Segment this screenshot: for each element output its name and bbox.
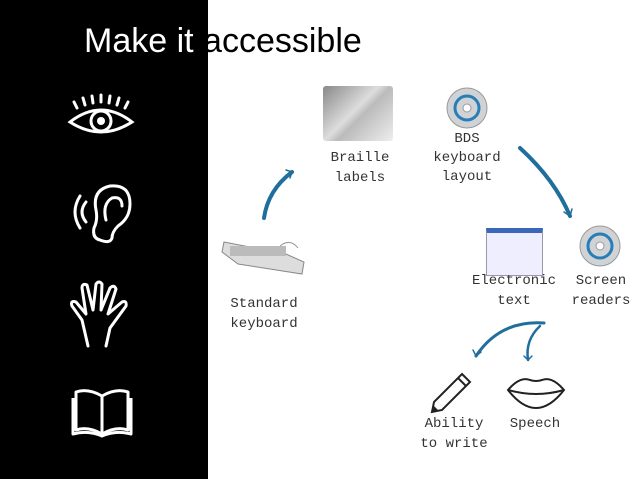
lips-icon — [506, 378, 566, 410]
label-line: keyboard — [433, 150, 501, 166]
speech-label: Speech — [502, 414, 568, 434]
label-line: Ability — [424, 416, 484, 432]
standard-keyboard-label: Standard keyboard — [224, 294, 304, 334]
ear-icon — [73, 184, 132, 244]
black-side-panel — [0, 0, 208, 479]
label-line: Speech — [509, 416, 561, 432]
label-line: Braille — [330, 150, 390, 166]
title-part-1: Make it — [84, 22, 204, 60]
arrow-keyboard-to-braille — [262, 170, 294, 220]
label-line: text — [497, 293, 531, 309]
label-line: Standard — [230, 296, 298, 312]
ability-to-write-label: Ability to write — [414, 414, 494, 454]
software-cd-icon — [446, 87, 488, 129]
label-line: BDS — [454, 131, 480, 147]
bds-layout-label: BDS keyboard layout — [424, 130, 510, 187]
book-icon — [71, 389, 133, 438]
screen-reader-cd-icon — [579, 225, 621, 267]
label-line: readers — [571, 293, 631, 309]
label-line: keyboard — [230, 316, 298, 332]
slide-title: Make it accessible — [84, 22, 362, 61]
label-line: labels — [334, 170, 386, 186]
electronic-text-label: Electronic text — [466, 271, 562, 311]
pencil-icon — [430, 372, 472, 414]
label-line: to write — [420, 436, 488, 452]
electronic-text-window-image — [486, 228, 543, 276]
keyboard-image — [221, 241, 305, 275]
arrow-to-write — [474, 321, 546, 358]
braille-labels-label: Braille labels — [320, 148, 400, 188]
arrow-bds-to-screenreaders — [518, 146, 572, 218]
eye-icon — [67, 93, 135, 134]
label-line: layout — [441, 169, 493, 185]
label-line: Screen — [575, 273, 627, 289]
screen-readers-label: Screen readers — [566, 271, 636, 311]
braille-keys-image — [323, 86, 393, 141]
arrow-to-speech — [526, 324, 542, 362]
title-part-2: accessible — [203, 22, 362, 60]
label-line: Electronic — [471, 273, 556, 289]
hand-icon — [70, 280, 128, 348]
